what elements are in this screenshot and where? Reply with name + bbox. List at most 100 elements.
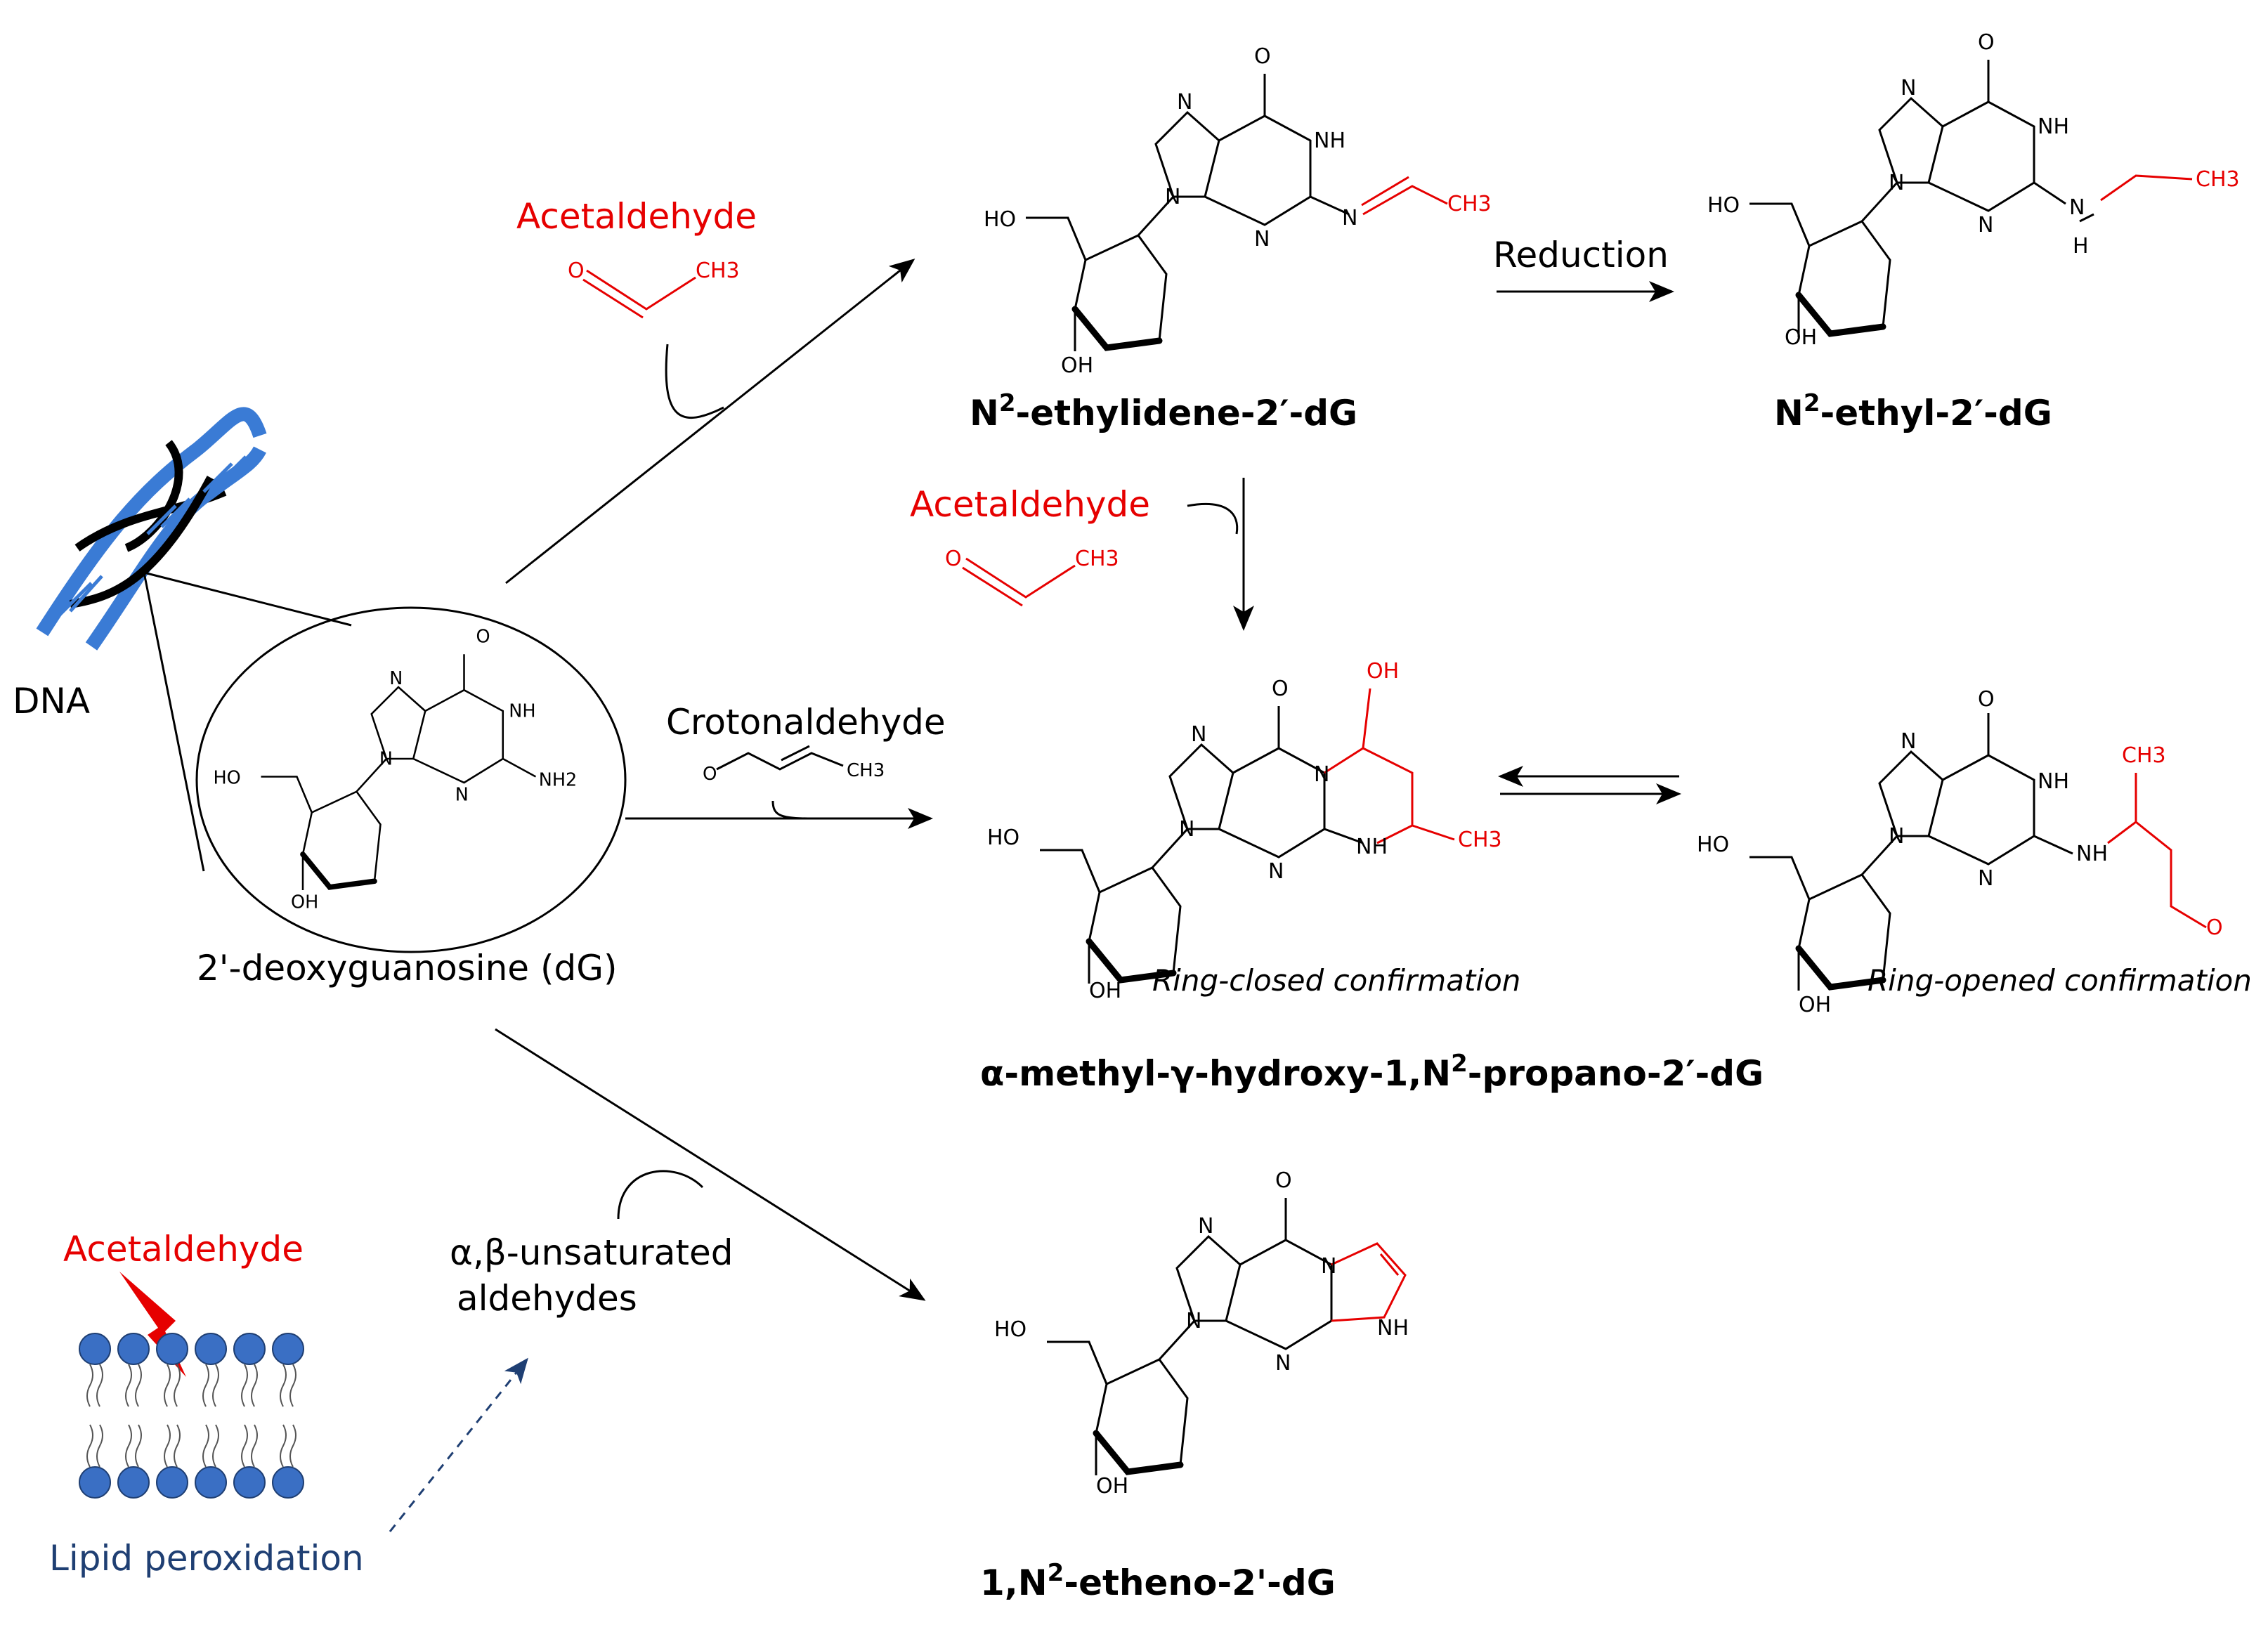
svg-text:NH: NH [2038, 115, 2069, 139]
svg-text:OH: OH [1785, 325, 1817, 350]
svg-text:N: N [1186, 1309, 1201, 1333]
svg-text:N: N [2069, 195, 2085, 220]
reagent-hook-2 [1187, 502, 1239, 535]
svg-text:O: O [1275, 1168, 1292, 1193]
svg-text:O: O [1254, 44, 1271, 69]
reduction-label: Reduction [1493, 235, 1669, 275]
svg-text:O: O [476, 626, 490, 647]
ring-closed-structure: N O N N NH OH CH3 HO OH N [987, 659, 1502, 1003]
svg-text:N: N [1901, 729, 1916, 754]
etheno-title: 1,N2-etheno-2'-dG [980, 1559, 1336, 1603]
svg-text:N: N [1275, 1351, 1291, 1376]
acetaldehyde-label-1: Acetaldehyde [516, 196, 757, 237]
ring-opened-structure: N O NH N NH CH3 O HO OH N [1697, 687, 2223, 1017]
svg-text:OH: OH [1367, 659, 1399, 684]
svg-text:N: N [455, 785, 469, 806]
svg-text:NH2: NH2 [539, 769, 577, 790]
svg-text:OH: OH [291, 892, 318, 913]
acetaldehyde-structure-2: O CH3 [945, 547, 1119, 607]
propano-title: α-methyl-γ-hydroxy-1,N2-propano-2′-dG [980, 1050, 1764, 1094]
equilibrium-arrows [1498, 766, 1681, 804]
svg-text:CH3: CH3 [1447, 192, 1492, 216]
svg-text:H: H [2073, 234, 2089, 259]
svg-text:CH3: CH3 [1075, 547, 1119, 571]
svg-text:N: N [1177, 90, 1192, 115]
svg-text:N: N [389, 668, 403, 689]
svg-text:O: O [568, 259, 585, 283]
svg-text:O: O [1978, 30, 1995, 55]
svg-text:NH: NH [2076, 842, 2108, 866]
svg-text:NH: NH [2038, 769, 2069, 794]
svg-text:N: N [1268, 859, 1284, 884]
zoom-line [143, 572, 205, 872]
arrow-to-ethylidene [505, 259, 915, 585]
svg-text:N: N [1342, 206, 1357, 230]
svg-text:N: N [1889, 171, 1904, 195]
ring-opened-label: Ring-opened confirmation [1868, 963, 2252, 998]
svg-text:N: N [1978, 213, 1993, 237]
lipid-peroxidation-label: Lipid peroxidation [49, 1538, 364, 1579]
zoom-line [143, 571, 352, 627]
n2-ethyl-structure: N O NH N N H CH3 HO OH N [1707, 30, 2240, 350]
svg-text:OH: OH [1096, 1474, 1128, 1499]
svg-text:NH: NH [1377, 1316, 1409, 1340]
svg-text:N: N [1165, 185, 1180, 209]
n2-ethyl-title: N2-ethyl-2′-dG [1774, 389, 2052, 433]
unsaturated-label-line2: aldehydes [457, 1278, 637, 1319]
svg-text:CH3: CH3 [2122, 743, 2166, 768]
svg-text:CH3: CH3 [1458, 828, 1502, 852]
dashed-arrow-to-aldehydes [389, 1357, 528, 1532]
crotonaldehyde-label: Crotonaldehyde [666, 702, 946, 743]
n2-ethylidene-structure: N O NH N N CH3 HO OH N [984, 44, 1492, 378]
ring-closed-label: Ring-closed confirmation [1152, 963, 1520, 998]
crotonaldehyde-structure: O CH3 [703, 745, 885, 785]
svg-text:N: N [1254, 227, 1270, 252]
svg-text:N: N [1179, 817, 1194, 842]
zoom-ellipse [195, 606, 627, 953]
dg-structure: N O NH N NH2 HO OH N [214, 626, 578, 913]
unsaturated-label-line1: α,β-unsaturated [450, 1232, 733, 1273]
svg-text:N: N [379, 749, 393, 770]
svg-text:N: N [1901, 76, 1916, 100]
svg-text:N: N [1191, 722, 1206, 747]
svg-text:O: O [2206, 915, 2223, 940]
svg-text:HO: HO [214, 768, 241, 789]
svg-text:OH: OH [1061, 353, 1093, 378]
svg-text:NH: NH [509, 701, 535, 722]
svg-text:HO: HO [1707, 193, 1740, 218]
svg-text:O: O [703, 764, 717, 785]
svg-text:O: O [1272, 677, 1289, 701]
etheno-structure: N O N N NH HO OH N [994, 1168, 1409, 1499]
svg-text:NH: NH [1314, 129, 1345, 153]
svg-text:CH3: CH3 [696, 259, 740, 283]
svg-text:N: N [1321, 1254, 1336, 1279]
acetaldehyde-label-2: Acetaldehyde [910, 484, 1150, 525]
reagent-hook [665, 344, 724, 419]
dg-name-label: 2'-deoxyguanosine (dG) [197, 948, 617, 988]
arrow-to-etheno [495, 1028, 926, 1301]
svg-text:HO: HO [1697, 833, 1729, 857]
dna-label: DNA [13, 681, 90, 722]
svg-text:OH: OH [1089, 979, 1121, 1003]
svg-text:CH3: CH3 [847, 760, 885, 781]
svg-text:NH: NH [1356, 835, 1388, 859]
acetaldehyde-label-3: Acetaldehyde [63, 1229, 304, 1270]
svg-text:N: N [1889, 824, 1904, 849]
lipid-bilayer-icon [79, 1333, 304, 1499]
svg-text:N: N [1198, 1214, 1213, 1239]
reagent-hook-3 [771, 800, 809, 820]
svg-text:N: N [1314, 762, 1329, 787]
acetaldehyde-structure-1: O CH3 [568, 259, 740, 319]
svg-text:O: O [1978, 687, 1995, 712]
svg-text:HO: HO [994, 1317, 1027, 1342]
svg-text:N: N [1978, 866, 1993, 891]
svg-text:HO: HO [984, 207, 1016, 232]
reagent-hook-4 [617, 1170, 704, 1220]
svg-text:OH: OH [1799, 993, 1831, 1017]
dna-helix-icon [36, 407, 267, 651]
svg-text:O: O [945, 547, 962, 571]
svg-text:CH3: CH3 [2196, 167, 2240, 192]
n2-ethylidene-title: N2-ethylidene-2′-dG [970, 389, 1357, 433]
svg-text:HO: HO [987, 825, 1019, 850]
